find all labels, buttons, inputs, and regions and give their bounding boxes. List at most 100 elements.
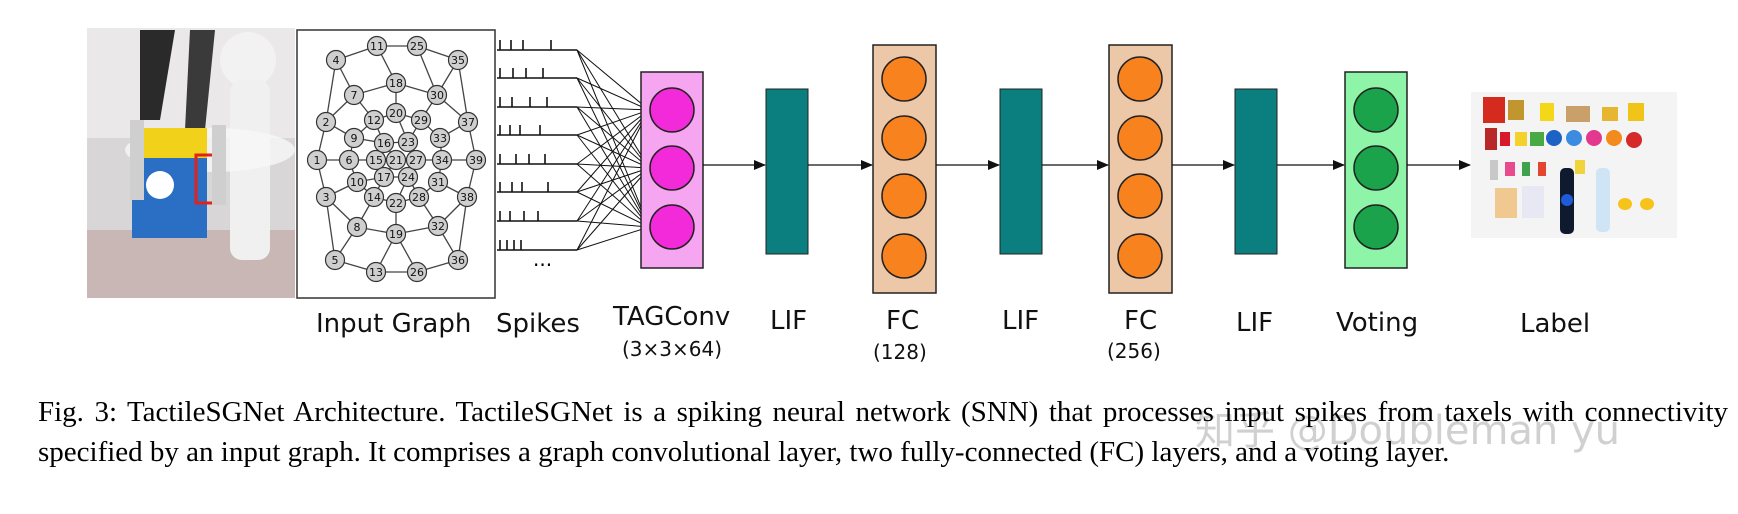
- fc2-label: FC: [1124, 306, 1158, 336]
- graph-node-label: 4: [333, 54, 340, 67]
- input-to-tagconv-connections: [576, 49, 650, 251]
- graph-node: 13: [365, 261, 387, 283]
- connection-edge: [576, 77, 650, 228]
- fc-layer-1: [872, 44, 937, 294]
- tagconv-block: [640, 71, 704, 269]
- voting-node: [1353, 145, 1399, 191]
- connection-edge: [576, 167, 650, 222]
- graph-node: 5: [324, 249, 346, 271]
- lif-label-1: LIF: [770, 306, 808, 336]
- tagconv-label: TAGConv: [613, 302, 731, 332]
- fc2-node: [1117, 233, 1163, 279]
- graph-node: 26: [406, 261, 428, 283]
- fc1-node: [881, 233, 927, 279]
- graph-node: 32: [427, 215, 449, 237]
- objects-photo: [1471, 92, 1677, 238]
- graph-node: 8: [346, 216, 368, 238]
- label-label: Label: [1520, 309, 1591, 339]
- voting-node: [1353, 204, 1399, 250]
- connection-edge: [576, 226, 650, 251]
- graph-edge: [457, 59, 469, 123]
- graph-node-label: 21: [389, 154, 403, 167]
- graph-node: 19: [385, 223, 407, 245]
- graph-edge: [325, 196, 336, 261]
- graph-node-label: 24: [401, 171, 415, 184]
- connection-edge: [576, 106, 650, 113]
- robot-gripper-photo: [87, 28, 295, 298]
- fc2-node: [1117, 56, 1163, 102]
- graph-node: 10: [346, 171, 368, 193]
- lif-label-2: LIF: [1002, 306, 1040, 336]
- graph-node: 22: [385, 192, 407, 214]
- graph-node: 27: [405, 149, 427, 171]
- connection-edge: [576, 109, 650, 251]
- fc2-node: [1117, 115, 1163, 161]
- connection-edge: [576, 167, 650, 251]
- graph-node-label: 14: [367, 191, 381, 204]
- tagconv-dims-label: (3×3×64): [622, 337, 723, 361]
- graph-node: 31: [427, 171, 449, 193]
- graph-node: 12: [363, 109, 385, 131]
- fc1-node: [881, 56, 927, 102]
- graph-node-label: 10: [350, 176, 364, 189]
- spikes-label: Spikes: [496, 309, 580, 339]
- graph-node-label: 11: [370, 40, 384, 53]
- connection-edge: [576, 109, 650, 222]
- connection-edge: [576, 49, 650, 228]
- graph-node-label: 17: [377, 171, 391, 184]
- graph-node-label: 23: [401, 136, 415, 149]
- connection-edge: [576, 109, 650, 193]
- fc1-label: FC: [886, 306, 920, 336]
- graph-node-label: 33: [433, 132, 447, 145]
- fc1-node: [881, 115, 927, 161]
- graph-node: 7: [343, 84, 365, 106]
- graph-node-label: 15: [369, 154, 383, 167]
- connection-edge: [576, 106, 650, 228]
- input-graph: 1234567891011121314151617181920212223242…: [296, 29, 496, 299]
- graph-node: 29: [410, 109, 432, 131]
- graph-node: 24: [397, 166, 419, 188]
- graph-node: 36: [447, 249, 469, 271]
- connection-edge: [576, 109, 650, 165]
- graph-node: 21: [385, 149, 407, 171]
- graph-edge: [457, 196, 468, 261]
- graph-node-label: 2: [323, 116, 330, 129]
- graph-node: 15: [365, 149, 387, 171]
- graph-node-label: 25: [410, 40, 424, 53]
- graph-node: 16: [373, 132, 395, 154]
- graph-node-label: 26: [410, 266, 424, 279]
- graph-node: 34: [431, 149, 453, 171]
- spikes-ellipsis: ...: [533, 247, 552, 271]
- graph-node: 23: [397, 131, 419, 153]
- graph-node-label: 36: [451, 254, 465, 267]
- graph-node-label: 13: [369, 266, 383, 279]
- voting-layer: [1344, 71, 1408, 269]
- graph-node-label: 31: [431, 176, 445, 189]
- graph-node: 39: [465, 149, 487, 171]
- graph-node-label: 20: [389, 107, 403, 120]
- graph-node: 30: [426, 84, 448, 106]
- graph-node-label: 34: [435, 154, 449, 167]
- fc2-node: [1117, 173, 1163, 219]
- lif-layer-3: [1234, 88, 1278, 255]
- graph-node: 38: [456, 186, 478, 208]
- graph-node-label: 19: [389, 228, 403, 241]
- graph-node: 14: [363, 186, 385, 208]
- connection-edge: [576, 109, 650, 136]
- voting-label: Voting: [1336, 308, 1419, 338]
- tagconv-node: [649, 145, 695, 191]
- spike-trains: [497, 40, 577, 251]
- tagconv-node: [649, 204, 695, 250]
- graph-node-label: 22: [389, 197, 403, 210]
- graph-node: 9: [343, 127, 365, 149]
- graph-node: 35: [447, 49, 469, 71]
- graph-node: 11: [366, 35, 388, 57]
- graph-node: 28: [408, 186, 430, 208]
- graph-node-label: 29: [414, 114, 428, 127]
- graph-node: 33: [429, 127, 451, 149]
- tagconv-node: [649, 87, 695, 133]
- connection-edge: [576, 49, 650, 111]
- connection-edge: [576, 77, 650, 111]
- graph-node-label: 7: [351, 89, 358, 102]
